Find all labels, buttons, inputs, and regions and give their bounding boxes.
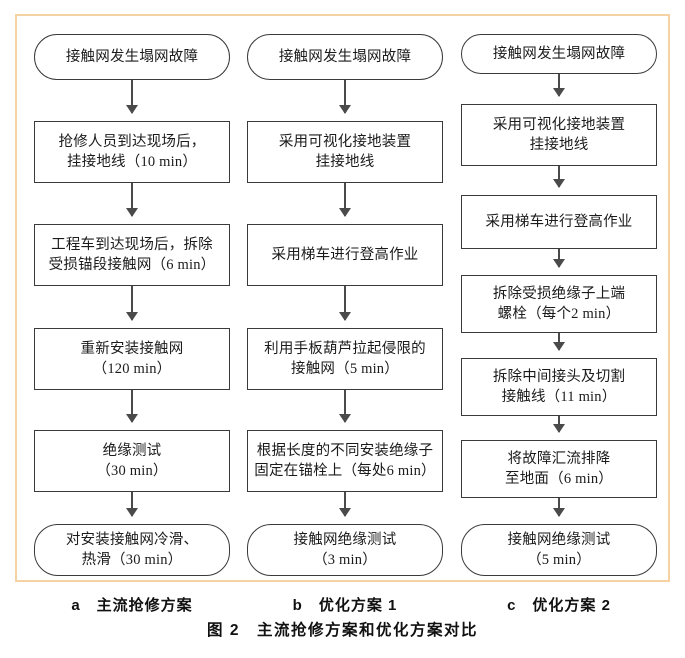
flow-node-label: 绝缘测试 （30 min） bbox=[96, 443, 168, 479]
column-caption-a: a 主流抢修方案 bbox=[71, 597, 193, 614]
flow-node-label: 采用梯车进行登高作业 bbox=[485, 214, 633, 230]
flow-node-label: 工程车到达现场后，拆除 受损锚段接触网（6 min） bbox=[48, 237, 216, 273]
flow-node-b-1: 接触网发生塌网故障 bbox=[247, 34, 443, 80]
flow-node-a-4: 重新安装接触网 （120 min） bbox=[34, 328, 230, 390]
flow-arrow-c-4 bbox=[553, 333, 565, 351]
flow-node-c-7: 接触网绝缘测试 （5 min） bbox=[461, 524, 657, 576]
flow-node-label: 接触网绝缘测试 （3 min） bbox=[293, 532, 397, 568]
flow-arrow-b-4 bbox=[339, 390, 351, 423]
flow-node-a-6: 对安装接触网冷滑、 热滑（30 min） bbox=[34, 524, 230, 576]
flow-node-b-2: 采用可视化接地装置 挂接地线 bbox=[247, 121, 443, 183]
flow-node-b-5: 根据长度的不同安装绝缘子 固定在锚栓上（每处6 min） bbox=[247, 430, 443, 492]
flow-node-b-6: 接触网绝缘测试 （3 min） bbox=[247, 524, 443, 576]
flow-arrow-c-5 bbox=[553, 416, 565, 433]
flow-node-label: 接触网发生塌网故障 bbox=[492, 46, 626, 62]
flow-arrow-c-3 bbox=[553, 249, 565, 268]
flow-node-label: 根据长度的不同安装绝缘子 固定在锚栓上（每处6 min） bbox=[254, 443, 436, 479]
flow-node-label: 采用可视化接地装置 挂接地线 bbox=[492, 117, 626, 153]
flow-node-label: 拆除中间接头及切割 接触线（11 min） bbox=[492, 369, 626, 405]
flow-node-b-3: 采用梯车进行登高作业 bbox=[247, 224, 443, 286]
flow-arrow-c-6 bbox=[553, 498, 565, 517]
flow-arrow-a-5 bbox=[126, 492, 138, 517]
flow-arrow-a-4 bbox=[126, 390, 138, 423]
flow-node-b-4: 利用手板葫芦拉起侵限的 接触网（5 min） bbox=[247, 328, 443, 390]
flow-node-c-6: 将故障汇流排降 至地面（6 min） bbox=[461, 440, 657, 498]
flow-node-label: 将故障汇流排降 至地面（6 min） bbox=[505, 451, 613, 487]
flow-arrow-b-2 bbox=[339, 183, 351, 217]
flow-node-label: 重新安装接触网 （120 min） bbox=[80, 341, 184, 377]
flow-arrow-a-2 bbox=[126, 183, 138, 217]
flow-node-c-5: 拆除中间接头及切割 接触线（11 min） bbox=[461, 358, 657, 416]
flow-node-a-1: 接触网发生塌网故障 bbox=[34, 34, 230, 80]
flow-arrow-c-1 bbox=[553, 74, 565, 97]
flow-node-label: 接触网绝缘测试 （5 min） bbox=[507, 532, 611, 568]
flow-arrow-a-1 bbox=[126, 80, 138, 114]
flow-node-c-1: 接触网发生塌网故障 bbox=[461, 34, 657, 74]
flow-node-label: 抢修人员到达现场后， 挂接地线（10 min） bbox=[58, 134, 206, 170]
column-caption-c: c 优化方案 2 bbox=[507, 597, 611, 614]
flow-arrow-b-5 bbox=[339, 492, 351, 517]
flow-node-label: 采用梯车进行登高作业 bbox=[271, 247, 419, 263]
flow-node-label: 接触网发生塌网故障 bbox=[278, 49, 412, 65]
flow-node-c-3: 采用梯车进行登高作业 bbox=[461, 195, 657, 249]
figure-caption: 图 2 主流抢修方案和优化方案对比 bbox=[207, 622, 478, 639]
flow-arrow-a-3 bbox=[126, 286, 138, 321]
flow-node-a-2: 抢修人员到达现场后， 挂接地线（10 min） bbox=[34, 121, 230, 183]
flow-arrow-b-3 bbox=[339, 286, 351, 321]
flow-arrow-c-2 bbox=[553, 166, 565, 188]
flow-arrow-b-1 bbox=[339, 80, 351, 114]
flow-node-c-2: 采用可视化接地装置 挂接地线 bbox=[461, 104, 657, 166]
flow-node-label: 接触网发生塌网故障 bbox=[65, 49, 199, 65]
flow-node-label: 利用手板葫芦拉起侵限的 接触网（5 min） bbox=[264, 341, 426, 377]
flow-node-label: 采用可视化接地装置 挂接地线 bbox=[278, 134, 412, 170]
flow-node-a-3: 工程车到达现场后，拆除 受损锚段接触网（6 min） bbox=[34, 224, 230, 286]
flow-node-label: 对安装接触网冷滑、 热滑（30 min） bbox=[65, 532, 199, 568]
flow-node-a-5: 绝缘测试 （30 min） bbox=[34, 430, 230, 492]
column-caption-b: b 优化方案 1 bbox=[292, 597, 398, 614]
flow-node-label: 拆除受损绝缘子上端 螺栓（每个2 min） bbox=[492, 286, 626, 322]
flow-node-c-4: 拆除受损绝缘子上端 螺栓（每个2 min） bbox=[461, 275, 657, 333]
figure-frame: 接触网发生塌网故障抢修人员到达现场后， 挂接地线（10 min） 工程车到达现场后… bbox=[15, 14, 670, 614]
